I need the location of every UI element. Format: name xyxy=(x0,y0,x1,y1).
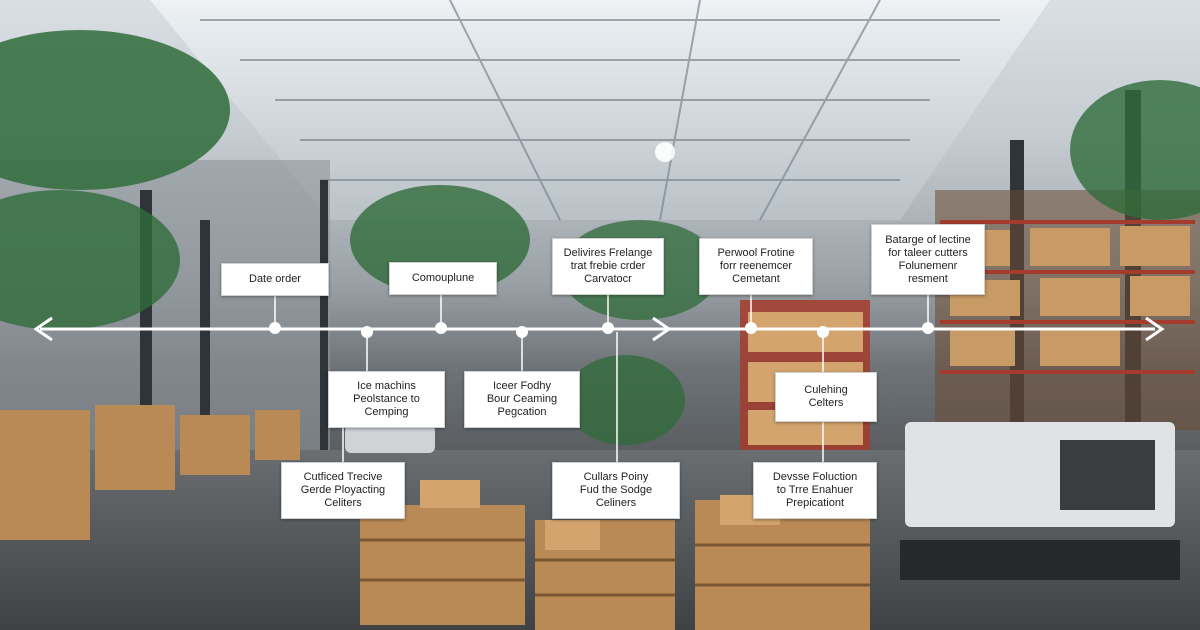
label-line: Celters xyxy=(808,397,844,409)
timeline-dot xyxy=(269,322,281,334)
label-line: Bour Ceaming xyxy=(486,393,558,405)
label-line: Celiners xyxy=(595,497,637,509)
label-line: Ice machins xyxy=(357,380,416,392)
left-pallet-stacks xyxy=(0,405,300,540)
timeline-dot xyxy=(361,326,373,338)
background-vehicle xyxy=(345,425,435,453)
label-line: Iceer Fodhy xyxy=(492,380,552,392)
label-line: Cemping xyxy=(364,406,409,418)
label-line: Pegcation xyxy=(497,406,547,418)
timeline-label-comouplune: Comouplune xyxy=(389,262,497,295)
label-line: Cullars Poiny xyxy=(583,471,649,483)
timeline-connectors xyxy=(274,295,929,462)
label-line: Cemetant xyxy=(732,273,780,285)
left-arrow-head xyxy=(33,316,53,342)
label-line: to Trre Enahuer xyxy=(776,484,854,496)
label-line: Folunemenr xyxy=(898,259,958,272)
mid-arrow-head xyxy=(652,316,672,342)
timeline-label-iceer-fodhy: Iceer Fodhy Bour Ceaming Pegcation xyxy=(464,371,580,428)
timeline-dot xyxy=(435,322,447,334)
label-line: resment xyxy=(908,272,948,285)
label-line: Perwool Frotine xyxy=(717,247,795,259)
label-line: Delivires Frelange xyxy=(563,247,653,259)
label-line: Batarge of lectine xyxy=(885,233,971,246)
timeline-dot xyxy=(745,322,757,334)
timeline-label-devsse-foluction: Devsse Foluction to Trre Enahuer Prepica… xyxy=(753,462,877,519)
timeline-label-culehing: Culehing Celters xyxy=(775,372,877,422)
label-line: for taleer cutters xyxy=(888,246,968,259)
label-line: trat frebie crder xyxy=(570,260,646,272)
timeline-dot xyxy=(817,326,829,338)
label-line: forr reenemcer xyxy=(719,260,793,272)
timeline-dot xyxy=(922,322,934,334)
label-line: Carvatocr xyxy=(584,273,632,285)
label-line: Prepicationt xyxy=(785,497,845,509)
timeline-label-cutficed-trecive: Cutficed Trecive Gerde Ployacting Celite… xyxy=(281,462,405,519)
skylight-roof xyxy=(150,0,1050,220)
timeline-label-batarge-of-lectine: Batarge of lectine for taleer cutters Fo… xyxy=(871,224,985,295)
label-line: Fud the Sodge xyxy=(579,484,653,496)
label-line: Comouplune xyxy=(411,272,475,284)
timeline-dot xyxy=(516,326,528,338)
label-line: Cutficed Trecive xyxy=(303,471,383,483)
refrigeration-unit xyxy=(900,422,1180,580)
timeline-label-ice-machins: Ice machins Peolstance to Cemping xyxy=(328,371,445,428)
timeline-label-date-order: Date order xyxy=(221,263,329,296)
timeline-label-cullars-poiny: Cullars Poiny Fud the Sodge Celiners xyxy=(552,462,680,519)
label-line: Devsse Foluction xyxy=(772,471,858,483)
roof-truss-lines xyxy=(200,0,1000,221)
timeline-dot xyxy=(602,322,614,334)
front-pallet-stacks xyxy=(360,480,870,630)
label-line: Gerde Ployacting xyxy=(300,484,386,496)
label-line: Date order xyxy=(249,273,301,285)
right-arrow-head xyxy=(1145,316,1165,342)
label-line: Celiters xyxy=(324,497,362,509)
timeline-dots xyxy=(269,322,934,338)
label-line: Peolstance to xyxy=(353,393,420,405)
timeline-label-perwool-frotine: Perwool Frotine forr reenemcer Cemetant xyxy=(699,238,813,295)
ceiling-light xyxy=(655,142,675,162)
label-line: Culehing xyxy=(804,384,848,396)
timeline-label-delivires-frelange: Delivires Frelange trat frebie crder Car… xyxy=(552,238,664,295)
